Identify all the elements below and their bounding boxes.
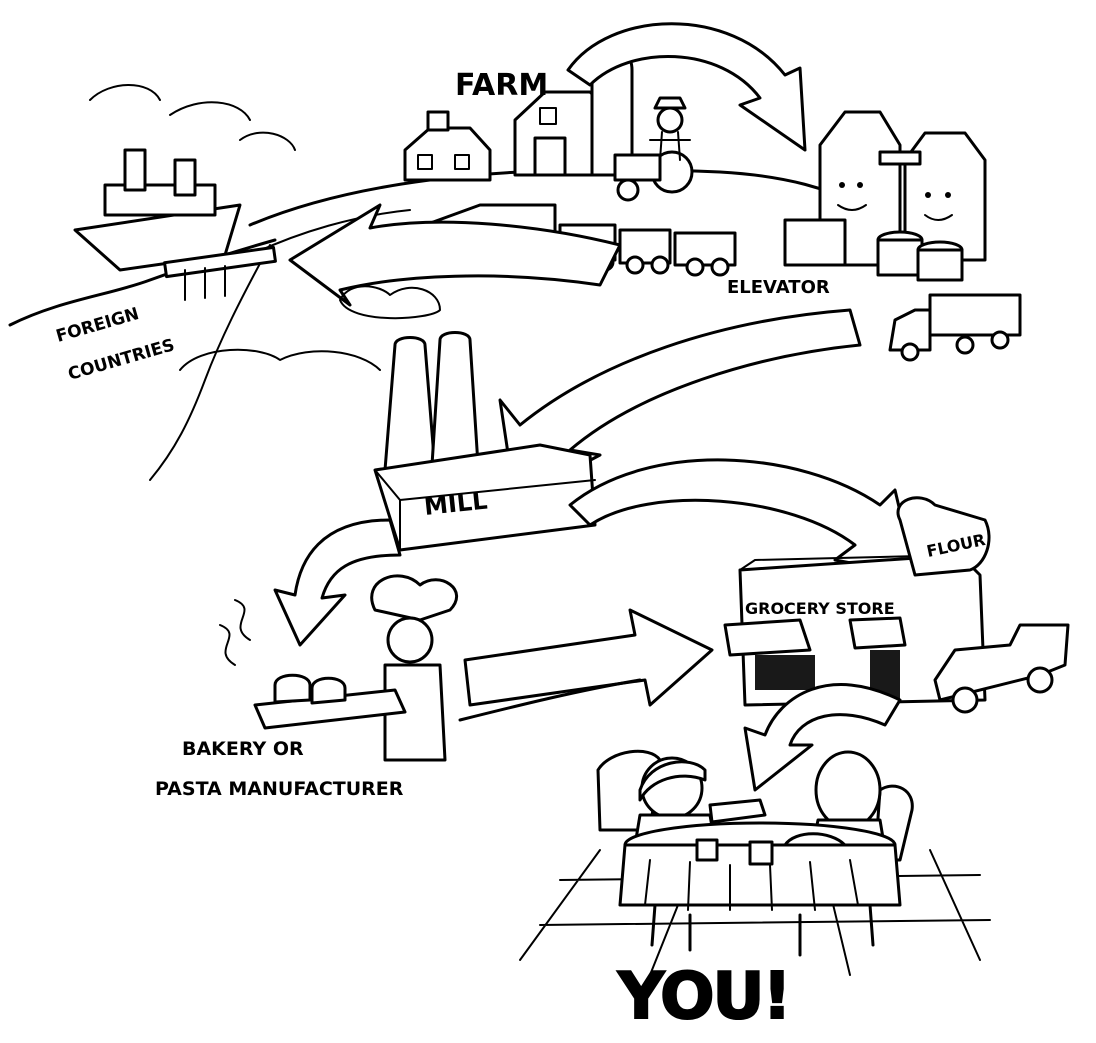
arrow-to-foreign-countries [288, 203, 622, 307]
family-at-table [519, 749, 991, 976]
cargo-ship [73, 84, 296, 301]
arrow-grocery-to-you [743, 683, 902, 792]
foreign-label-line1: FOREIGN [54, 304, 141, 347]
bakery-label-line1: BAKERY OR [182, 738, 304, 760]
grocery-store [723, 496, 1070, 714]
mill-building [373, 331, 597, 552]
farm-label: FARM [455, 68, 548, 103]
elevator-buildings [783, 110, 1022, 362]
coastline [8, 238, 277, 481]
farm-buildings [403, 46, 694, 202]
baker-figure [219, 574, 458, 762]
bakery-label-line2: PASTA MANUFACTURER [155, 778, 404, 800]
foreign-label-line2: COUNTRIES [66, 335, 177, 384]
clouds [179, 285, 441, 371]
mill-label: MILL [423, 486, 489, 520]
you-label: YOU! [617, 960, 790, 1034]
grocery-label: GROCERY STORE [745, 599, 895, 618]
arrow-mill-to-bakery [273, 518, 402, 647]
arrow-bakery-to-grocery [458, 608, 714, 722]
elevator-label: ELEVATOR [727, 277, 830, 298]
arrow-farm-to-elevator [566, 22, 807, 152]
